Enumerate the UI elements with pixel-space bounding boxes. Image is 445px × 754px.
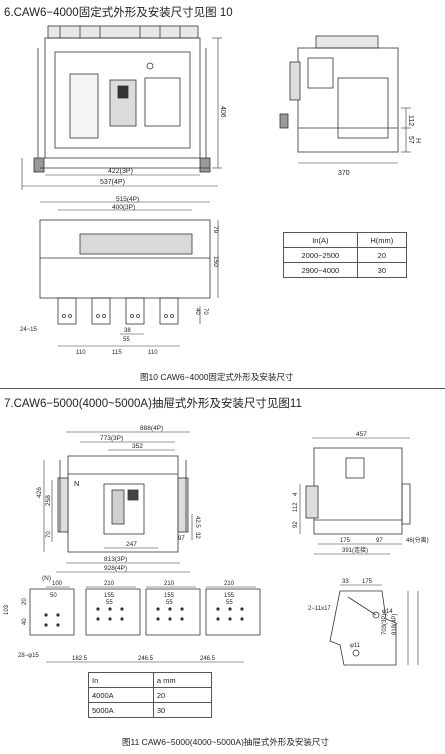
table-header-cell: H(mm) [356,232,408,248]
dim-20: 20 [22,598,28,605]
figure-caption-10: 图10 CAW6−4000固定式外形及安装尺寸 [140,372,294,382]
dim-155-a: 155 [104,593,115,599]
section-divider [0,388,445,389]
side-view-drawing-fig10: 112 57 H 370 [279,35,421,177]
panel-cutout-drawing-fig11: 33 175 2−11x17 φ14 φ11 703(3P) 818(4P) [308,579,419,666]
table-header-cell: In(A) [283,232,358,248]
dim-813-3p: 813(3P) [104,556,127,563]
table-cell: 2900~4000 [283,262,358,278]
dim-H: H [414,138,421,143]
dim-258: 258 [45,495,52,506]
figure-caption-11: 图11 CAW6−5000(4000~5000A)抽屉式外形及安装尺寸 [122,737,329,747]
dim-818-4p: 818(4P) [392,614,398,635]
dim-155-b: 155 [164,593,175,599]
table-cell: 2000~2500 [283,247,358,263]
table-header-cell: a mm [152,672,213,688]
hole-phi11: φ11 [350,643,361,649]
dim-537-4p: 537(4P) [100,179,125,186]
dim-92: 92 [293,521,299,528]
dim-110-a: 110 [76,350,86,356]
table-cell: 20 [356,247,408,263]
table-row: 2900~4000 30 [283,262,408,278]
dim-391-connect: 391(连接) [342,546,368,554]
dim-112-b: 112 [293,502,299,512]
section-heading-6: 6.CAW6−4000固定式外形及安装尺寸见图 10 [4,7,233,19]
dim-247: 247 [126,541,137,548]
front-view-drawing-fig11: 888(4P) 773(3P) 352 N 426 258 70 42.5 32… [36,425,200,573]
dim-422-3p: 422(3P) [108,168,133,175]
dim-40-b: 40 [22,618,28,625]
table-header-row: In a mm [88,672,213,688]
rating-table-fig11: In a mm 4000A 20 5000A 30 [88,672,213,718]
section-heading-7: 7.CAW6−5000(4000~5000A)抽屉式外形及安装尺寸见图11 [4,398,302,410]
dim-103: 103 [4,604,10,615]
dim-28-holes: 28−φ15 [18,653,39,659]
dim-55-b: 55 [166,600,173,606]
table-row: 4000A 20 [88,687,213,703]
dim-210-c: 210 [224,581,235,587]
dim-55-a: 55 [106,600,113,606]
table-row: 5000A 30 [88,702,213,718]
dim-182-5: 182.5 [72,656,88,662]
dim-55-c: 55 [226,600,233,606]
dim-888-4p: 888(4P) [140,425,163,432]
dim-100: 100 [52,581,63,587]
dim-210-b: 210 [164,581,175,587]
table-row: 2000~2500 20 [283,247,408,263]
dim-57: 57 [407,136,414,144]
table-cell: 30 [152,702,213,718]
side-view-drawing-fig11: 457 4 112 92 175 97 46(分离) 391(连接) [293,431,429,555]
dim-32: 32 [194,532,200,539]
dim-depth-370: 370 [338,170,350,177]
dim-46-separate: 46(分离) [406,536,429,544]
dim-175-panel: 175 [362,579,373,585]
dim-height-406: 406 [219,106,226,118]
dim-110-b: 110 [148,350,158,356]
dim-33: 33 [342,579,349,585]
dim-515-4p: 515(4P) [116,196,139,203]
table-cell: 30 [356,262,408,278]
table-cell: 20 [152,687,213,703]
rating-table-fig10: In(A) H(mm) 2000~2500 20 2900~4000 30 [283,232,408,278]
dim-150: 150 [212,256,219,267]
dim-70: 70 [46,531,52,538]
dim-24-15: 24~15 [20,327,38,333]
table-header-cell: In [88,672,154,688]
dim-928-4p: 928(4P) [104,565,127,572]
dim-175: 175 [340,538,351,544]
dim-42-5: 42.5 [194,516,200,528]
dim-97: 97 [178,536,185,542]
mounting-bottom-dims-fig11: 28−φ15 182.5 246.5 246.5 [18,653,244,663]
dim-457: 457 [356,431,367,438]
dim-703-3p: 703(3P) [382,614,388,635]
dim-115: 115 [112,350,122,356]
dim-79: 79 [212,226,219,234]
hole-phi14: φ14 [382,609,393,615]
dim-70: 70 [202,308,208,315]
dim-155-c: 155 [224,593,235,599]
label-N-front: N [74,479,79,488]
dim-40: 40 [194,308,200,315]
dim-4: 4 [293,492,299,496]
table-header-row: In(A) H(mm) [283,232,408,248]
label-N-bottom: (N) [42,575,51,582]
dim-400-3p: 400(3P) [112,204,135,211]
front-view-drawing-fig10: 406 422(3P) 537(4P) [21,25,226,190]
dim-38: 38 [124,328,131,334]
hole-2-11x17: 2−11x17 [308,606,331,612]
table-cell: 5000A [88,702,154,718]
dim-97-b: 97 [376,538,383,544]
dim-55: 55 [123,337,130,343]
dim-112: 112 [407,115,414,126]
dim-426: 426 [36,487,43,498]
dim-352: 352 [132,443,143,450]
table-cell: 4000A [88,687,154,703]
dim-246-5-a: 246.5 [138,656,154,662]
mounting-view-drawing-fig11: (N) 100 210 210 210 50 155 155 155 55 55… [4,575,261,636]
dim-210-a: 210 [104,581,115,587]
dim-246-5-b: 246.5 [200,656,216,662]
mounting-view-drawing-fig10: 515(4P) 400(3P) 79 150 40 70 24~15 38 55… [20,196,219,356]
dim-773-3p: 773(3P) [100,435,123,442]
dim-50: 50 [50,593,57,599]
